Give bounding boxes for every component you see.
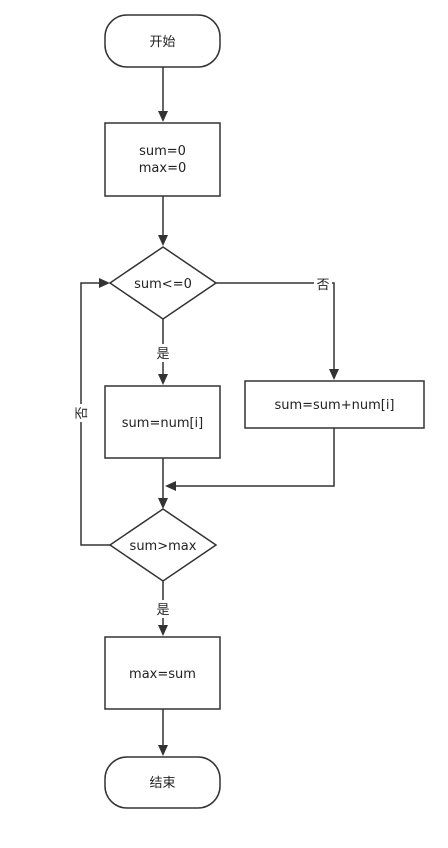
- cond1-label: sum<=0: [134, 277, 192, 292]
- node-cond2[interactable]: sum>max: [108, 508, 218, 582]
- arrow-cond2-yes: [158, 625, 168, 636]
- arrow-update-end: [158, 745, 168, 756]
- accumulate-process-shape: [244, 380, 425, 429]
- node-accumulate[interactable]: sum=sum+num[i]: [244, 380, 425, 429]
- label-cond2-yes: 是: [156, 603, 169, 618]
- assign-num-label: sum=num[i]: [122, 416, 203, 431]
- start-label: 开始: [149, 35, 175, 50]
- node-end[interactable]: 结束: [104, 756, 221, 809]
- cond2-label: sum>max: [130, 539, 197, 554]
- update-max-process-shape: [104, 636, 221, 710]
- node-init[interactable]: sum=0 max=0: [104, 122, 221, 197]
- node-update-max[interactable]: max=sum: [104, 636, 221, 710]
- edge-labels: 是 否 是 否: [72, 275, 332, 618]
- arrow-cond1-yes: [158, 374, 168, 385]
- label-cond2-no: 否: [75, 406, 90, 419]
- label-cond1-no: 否: [316, 278, 329, 293]
- arrow-cond2-no: [99, 278, 110, 288]
- node-start[interactable]: 开始: [104, 14, 221, 68]
- init-label-line2: max=0: [139, 161, 187, 176]
- cond2-decision-shape: [108, 508, 218, 582]
- end-label: 结束: [149, 776, 175, 791]
- cond1-decision-shape: [108, 246, 218, 320]
- arrow-accumulate-merge: [165, 481, 176, 491]
- accumulate-label: sum=sum+num[i]: [274, 398, 394, 413]
- init-label-line1: sum=0: [139, 144, 186, 159]
- end-terminal-shape: [104, 756, 221, 809]
- update-max-label: max=sum: [129, 667, 196, 682]
- edge-cond1-no: [216, 282, 335, 370]
- label-cond1-yes: 是: [156, 347, 169, 362]
- arrow-cond1-no: [329, 369, 339, 380]
- arrow-init-cond1: [158, 235, 168, 246]
- start-terminal-shape: [104, 14, 221, 68]
- init-process-shape: [104, 122, 221, 197]
- assign-num-process-shape: [104, 385, 221, 459]
- edge-accumulate-merge: [175, 428, 335, 487]
- arrow-assign-cond2: [158, 498, 168, 509]
- arrow-start-init: [158, 111, 168, 122]
- node-assign-num[interactable]: sum=num[i]: [104, 385, 221, 459]
- node-cond1[interactable]: sum<=0: [108, 246, 218, 320]
